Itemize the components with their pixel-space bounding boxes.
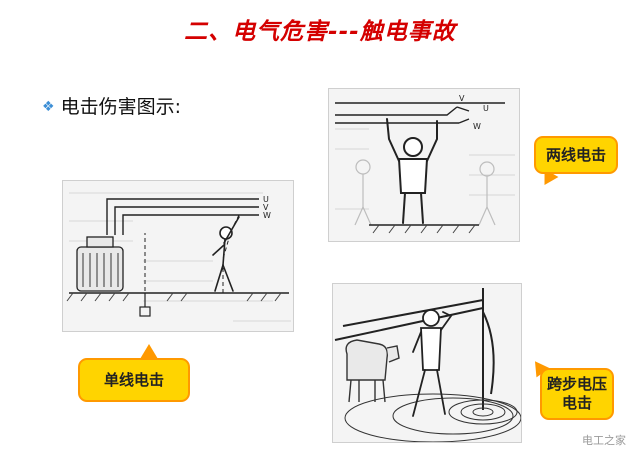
watermark: 电工之家 [582,434,626,447]
single-line-shock-callout: 单线电击 [78,358,190,402]
callout-line-1: 跨步电压 [546,375,607,394]
bullet-text: 电击伤害图示: [60,96,181,118]
two-line-shock-drawing: V U W [335,94,515,234]
single-line-shock-drawing: U V W [66,192,291,322]
callout-pointer [140,344,158,359]
step-voltage-shock-drawing [334,288,521,442]
step-voltage-shock-illustration [332,283,522,443]
single-line-shock-illustration: U V W [62,180,294,332]
slide-title: 二、电气危害---触电事故 [184,19,456,45]
phase-label-u: U [483,104,489,113]
callout-line-2: 电击 [561,394,592,412]
diamond-bullet-icon: ❖ [42,99,55,115]
phase-label-v: V [459,94,465,103]
phase-label-v: V [263,203,269,212]
two-line-shock-callout: 两线电击 [534,136,618,174]
two-line-shock-illustration: V U W [328,88,520,242]
phase-label-w: W [263,211,271,220]
step-voltage-shock-callout: 跨步电压 电击 [540,368,614,420]
bullet-item: ❖ 电击伤害图示: [42,92,181,119]
phase-label-w: W [473,122,481,131]
phase-label-u: U [263,195,269,204]
